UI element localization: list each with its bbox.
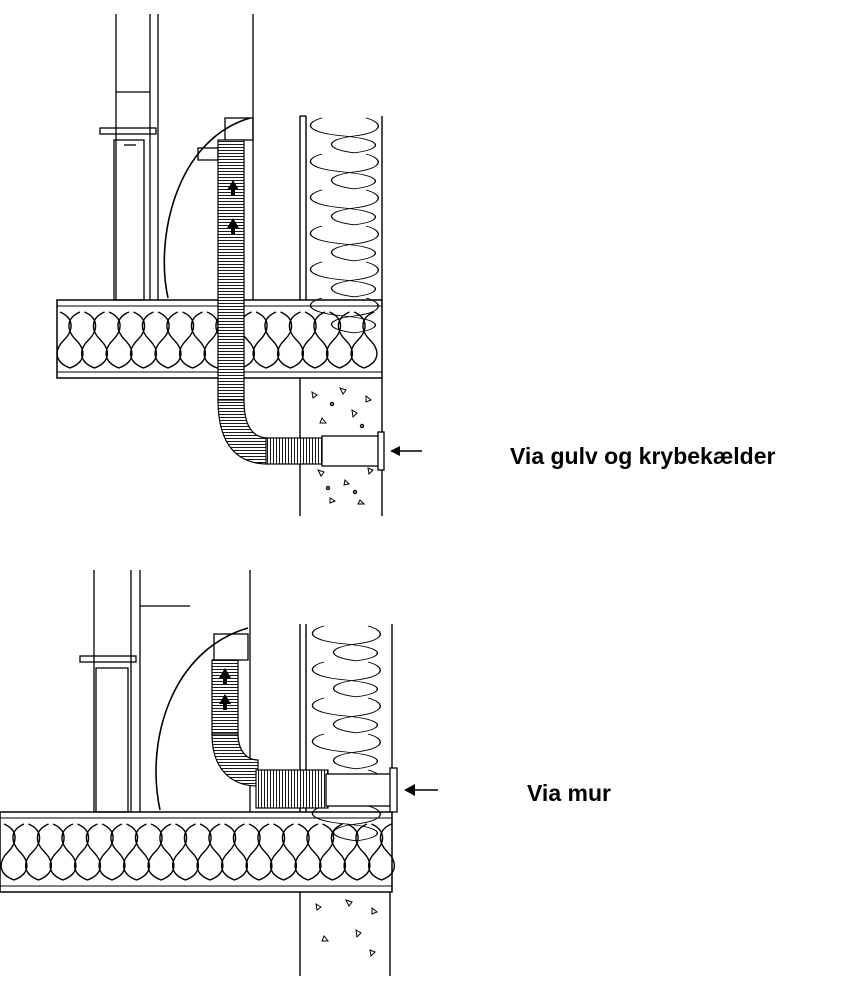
insulation-wave <box>154 311 182 369</box>
insulation-wave <box>105 311 133 369</box>
wall-sleeve <box>321 431 385 471</box>
flex-duct-elbow <box>217 399 269 465</box>
insulation-wave <box>56 311 84 369</box>
insulation-wave <box>367 823 396 881</box>
insulation-wave <box>343 823 371 881</box>
insulation-wave <box>49 823 77 881</box>
appliance-unit <box>99 14 254 301</box>
insulation-wave <box>171 823 200 881</box>
insulation-wave <box>0 823 28 881</box>
insulation-wave <box>350 311 378 369</box>
insulation-wave <box>294 823 322 881</box>
flex-duct-horizontal <box>265 437 327 465</box>
insulation-wave <box>24 823 53 881</box>
flex-duct-vertical <box>217 139 245 401</box>
caption-wall-route: Via mur <box>527 780 611 806</box>
insulation-wave <box>325 311 354 369</box>
insulation-wave <box>178 311 207 369</box>
insulation-wave <box>318 823 347 881</box>
interior-wall <box>299 115 383 300</box>
caption-floor-route: Via gulv og krybekælder <box>510 443 776 469</box>
arrow-left-icon <box>404 784 438 796</box>
insulation-wave <box>129 311 158 369</box>
insulation-wave <box>301 311 329 369</box>
insulation-wave <box>220 823 249 881</box>
flex-duct-elbow <box>211 733 259 787</box>
floor-slab <box>0 811 396 893</box>
insulation-wave <box>147 823 175 881</box>
insulation-wave <box>196 823 224 881</box>
diagram-floor-route <box>56 14 422 516</box>
flex-duct-horizontal <box>255 769 329 809</box>
insulation-wave <box>80 311 109 369</box>
insulation-wave <box>98 823 126 881</box>
diagram-wall-route <box>0 570 438 976</box>
arrow-left-icon <box>390 446 422 456</box>
insulation-wave <box>73 823 102 881</box>
insulation-wave <box>122 823 151 881</box>
insulation-wave <box>252 311 280 369</box>
wall-sleeve <box>325 767 398 813</box>
insulation-wave <box>276 311 305 369</box>
insulation-wave <box>269 823 298 881</box>
insulation-wave <box>245 823 273 881</box>
foundation-concrete <box>299 892 391 976</box>
